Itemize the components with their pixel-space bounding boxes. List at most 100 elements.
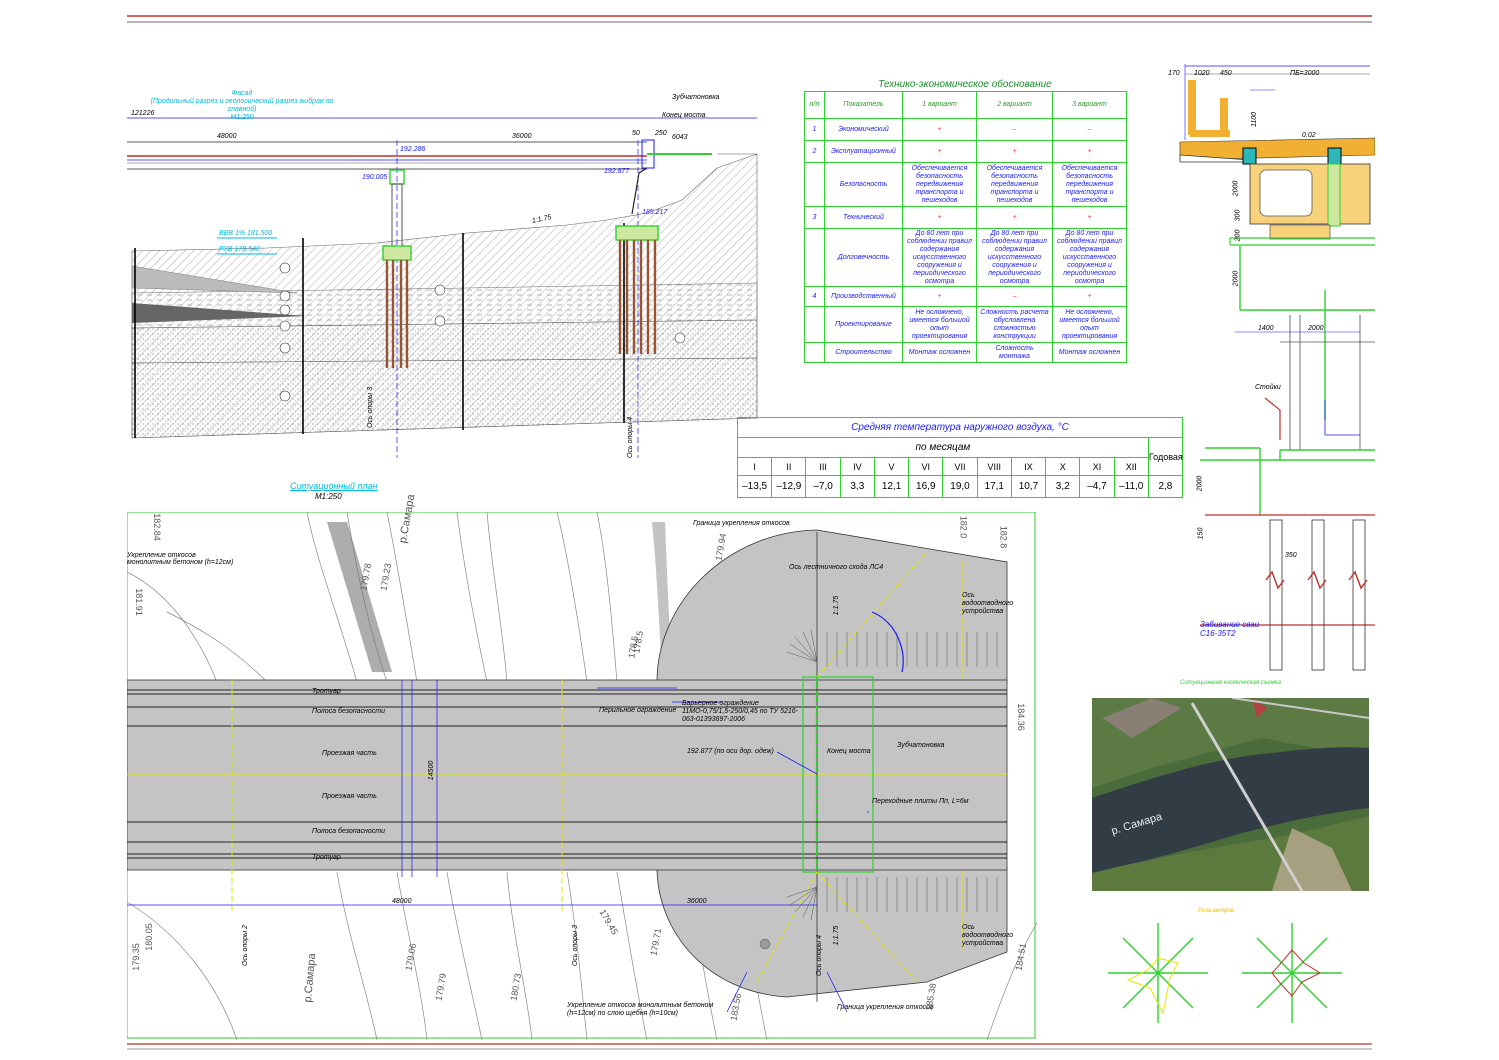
contour-label: 179.35: [130, 943, 141, 971]
cell: Не осложнено, имеется большой опыт проек…: [902, 306, 977, 343]
cell: Обеспечивается безопасность передвижения…: [976, 162, 1053, 207]
month: VIII: [976, 457, 1012, 476]
cell: Долговечность: [824, 228, 903, 287]
profile-title-2: (Продольный разрез и геологический разре…: [150, 98, 334, 113]
total-width: 14500: [428, 760, 436, 781]
cross-section-drawing: [1179, 64, 1375, 671]
temp-value: –4,7: [1079, 475, 1115, 498]
cell: Сложность монтажа: [976, 342, 1053, 363]
month: X: [1045, 457, 1081, 476]
zub-callout: Зубчатоновка: [897, 742, 945, 749]
section-dim-2000d: 2000: [1196, 475, 1204, 492]
feasibility-header-row: п/п Показатель 1 вариант 2 вариант 3 вар…: [804, 91, 1127, 119]
contour-label: 182.0: [958, 515, 969, 539]
cell: +: [1052, 140, 1127, 163]
elev-1: 192.286: [400, 146, 426, 153]
table-row: Проектирование Не осложнено, имеется бол…: [804, 306, 1127, 343]
barrier-callout: Барьерное ограждение 11МО-0,75/1,5-250/0…: [682, 700, 798, 723]
photo-caption: Ситуационная космическая съемка: [1180, 680, 1281, 686]
elev-2: 192.877: [604, 168, 630, 175]
lane-label-3: Проезжая часть: [322, 750, 377, 757]
aerial-photo: р. Самара: [1092, 698, 1369, 891]
drain-axis-callout-2: Ось водоотводного устройства: [962, 924, 1014, 947]
temp-value: 17,1: [976, 475, 1012, 498]
col-v2: 2 вариант: [976, 91, 1053, 119]
cell: До 80 лет при соблюдении правил содержан…: [976, 228, 1053, 287]
month: V: [873, 457, 910, 476]
water-level-2: РУВ 178.540: [219, 246, 260, 253]
profile-title: Фасад (Продольный разрез и геологический…: [137, 90, 347, 122]
label-konec: Конец моста: [662, 112, 706, 119]
lane-label-4: Проезжая часть: [322, 793, 377, 800]
temp-value: –13,5: [736, 475, 773, 498]
slope-boundary-callout: Граница укрепления откосов: [693, 520, 790, 527]
section-dim-170: 170: [1168, 70, 1180, 77]
table-row: 3 Технический + + +: [804, 206, 1127, 229]
table-row: Строительство Монтаж осложнен Сложность …: [804, 342, 1127, 363]
dim-50: 50: [632, 130, 640, 137]
support-4-label-plan: Ось опоры 4: [816, 934, 824, 977]
cell: 1: [804, 118, 825, 141]
aerial-photo-drawing: [1092, 698, 1369, 891]
col-v3: 3 вариант: [1052, 91, 1127, 119]
feasibility-title: Технико-экономическое обоснование: [878, 79, 1052, 90]
cell: До 80 лет при соблюдении правил содержан…: [902, 228, 977, 287]
table-row: 2 Эксплуатационный + + +: [804, 140, 1127, 163]
cell: [804, 228, 825, 287]
feasibility-table: Технико-экономическое обоснование п/п По…: [804, 78, 1127, 363]
col-n: п/п: [804, 91, 825, 119]
temp-value: 10,7: [1010, 475, 1047, 498]
temperature-title: Средняя температура наружного воздуха, °…: [737, 417, 1183, 438]
support-4-label: Ось опоры 4: [627, 416, 634, 458]
cell: 4: [804, 286, 825, 307]
cell: +: [1052, 286, 1127, 307]
drain-axis-callout: Ось водоотводного устройства: [962, 592, 1014, 615]
section-dim-1100: 1100: [1251, 111, 1259, 128]
cell: Обеспечивается безопасность передвижения…: [902, 162, 977, 207]
cell: Монтаж осложнен: [1052, 342, 1127, 363]
table-row: Долговечность До 80 лет при соблюдении п…: [804, 228, 1127, 287]
plan-scale: М1:250: [315, 492, 342, 501]
cell: Производственный: [824, 286, 903, 307]
cell: Эксплуатационный: [824, 140, 903, 163]
support-3-label-plan: Ось опоры 3: [572, 924, 580, 967]
cell: До 80 лет при соблюдении правил содержан…: [1052, 228, 1127, 287]
plates-callout: Переходные плиты Пп, L=6м: [872, 798, 969, 805]
cell: –: [976, 118, 1053, 141]
lane-label-1: Тротуар: [312, 688, 341, 695]
contour-label: 180.05: [143, 923, 154, 951]
cell: +: [902, 118, 977, 141]
section-dim-300: 300: [1234, 209, 1242, 222]
temp-value: 3,2: [1045, 475, 1081, 498]
profile-drawing: [127, 117, 758, 458]
month: VII: [942, 457, 978, 476]
cell: +: [976, 140, 1053, 163]
month: I: [736, 457, 773, 476]
section-dim-150: 150: [1197, 527, 1205, 540]
contour-label: 184.36: [1015, 703, 1026, 731]
contour-label: 181.91: [133, 588, 144, 616]
temperature-table: Средняя температура наружного воздуха, °…: [736, 417, 1184, 498]
month: VI: [908, 457, 944, 476]
cell: Технический: [824, 206, 903, 229]
temp-value: –7,0: [805, 475, 841, 498]
label-stoiki: Стойки: [1255, 384, 1281, 391]
lane-label-5: Полоса безопасности: [312, 828, 386, 835]
contour-label: 182.84: [151, 513, 162, 541]
cell: Монтаж осложнен: [902, 342, 977, 363]
cross-section: 170 1020 450 ПБ=3000 1100 0.02 2000 300 …: [1160, 60, 1375, 680]
wind-rose-left: [1108, 923, 1208, 1023]
support-3-label: Ось опоры 3: [367, 386, 374, 428]
month: XII: [1113, 457, 1149, 476]
cell: +: [902, 286, 977, 307]
support-2-label: Ось опоры 2: [242, 924, 250, 967]
plan-title: Ситуационный план: [290, 481, 378, 491]
cell: +: [902, 206, 977, 229]
elev-pile-2: 185.217: [642, 209, 668, 216]
temp-value: 3,3: [839, 475, 875, 498]
table-row: Безопасность Обеспечивается безопасность…: [804, 162, 1127, 207]
section-dim-1400: 1400: [1258, 325, 1274, 332]
elev-pile: 190.005: [362, 174, 388, 181]
dim-total: 121226: [131, 110, 155, 117]
cell: 2: [804, 140, 825, 163]
